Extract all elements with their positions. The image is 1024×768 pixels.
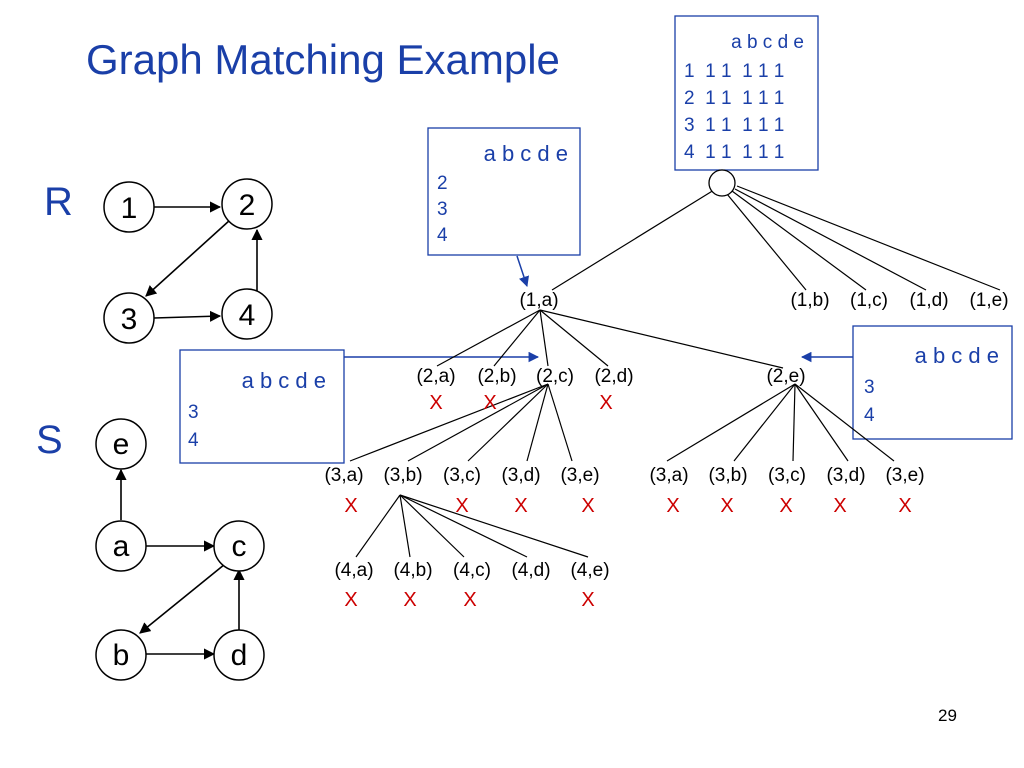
node-r-4	[221, 288, 273, 340]
reject-marks: X X X X X X X X X X X X X X X X	[344, 392, 911, 611]
reject-mark-4a: X	[344, 589, 357, 611]
tree-node-2e-3a: (3,a)	[649, 465, 688, 486]
table-top-row-2: 2 1 1 1 1 1	[684, 88, 784, 109]
node-s-e-label: e	[113, 428, 130, 461]
tree-node-2c-3a: (3,a)	[324, 465, 363, 486]
tree-node-2d: (2,d)	[594, 366, 633, 387]
table-left-row-2: 4	[188, 430, 199, 451]
table-right-row-1: 3	[864, 377, 875, 398]
slide-title: Graph Matching Example	[86, 36, 560, 83]
table-top-row-4: 4 1 1 1 1 1	[684, 142, 784, 163]
tree-node-2c: (2,c)	[536, 366, 574, 387]
table-left: a b c d e 3 4	[179, 349, 345, 464]
tree-edges	[349, 185, 1001, 558]
table-mid-row-2: 3	[437, 199, 448, 220]
reject-mark-2a: X	[429, 392, 442, 414]
edge-r-3-4	[153, 310, 222, 322]
node-r-3-label: 3	[121, 303, 138, 336]
node-s-b	[95, 629, 147, 681]
node-s-a	[95, 520, 147, 572]
graph-s: e a c b d	[95, 418, 265, 681]
edge-s-c-b	[139, 559, 231, 634]
tree-node-1a: (1,a)	[519, 290, 558, 311]
tree-node-4c: (4,c)	[453, 560, 491, 581]
tree-node-2b: (2,b)	[477, 366, 516, 387]
table-mid-box	[427, 127, 581, 256]
tree-node-2c-3d: (3,d)	[501, 465, 540, 486]
table-right-row-2: 4	[864, 405, 875, 426]
reject-mark-2e-3b: X	[720, 495, 733, 517]
reject-mark-2e-3e: X	[898, 495, 911, 517]
table-right-box	[852, 325, 1013, 440]
edge-r-2-3	[145, 219, 231, 297]
reject-mark-2b: X	[483, 392, 496, 414]
table-left-header: a b c d e	[242, 368, 326, 393]
tree-node-4e: (4,e)	[570, 560, 609, 581]
tree-labels: (1,a) (1,b) (1,c) (1,d) (1,e) (2,a) (2,b…	[324, 290, 1008, 581]
reject-mark-2c-3d: X	[514, 495, 527, 517]
reject-mark-4c: X	[463, 589, 476, 611]
tree-node-2e-3d: (3,d)	[826, 465, 865, 486]
slide-number: 29	[938, 706, 957, 725]
tree-node-2a: (2,a)	[416, 366, 455, 387]
table-top-header: a b c d e	[731, 32, 804, 53]
table-mid-row-3: 4	[437, 225, 448, 246]
tree-root	[708, 169, 736, 197]
node-r-2-label: 2	[239, 189, 256, 222]
node-s-d-label: d	[231, 639, 248, 672]
table-right: a b c d e 3 4	[852, 325, 1013, 440]
graph-r-label: R	[44, 180, 73, 224]
reject-mark-2c-3e: X	[581, 495, 594, 517]
tree-node-2e: (2,e)	[766, 366, 805, 387]
table-mid-header: a b c d e	[484, 141, 568, 166]
table-top: a b c d e 1 1 1 1 1 1 2 1 1 1 1 1 3 1 1 …	[674, 15, 819, 171]
tree-node-4d: (4,d)	[511, 560, 550, 581]
tree-node-2e-3c: (3,c)	[768, 465, 806, 486]
table-mid-row-1: 2	[437, 173, 448, 194]
reject-mark-2e-3a: X	[666, 495, 679, 517]
reject-mark-2d: X	[599, 392, 612, 414]
tree-node-2e-3e: (3,e)	[885, 465, 924, 486]
node-r-4-label: 4	[239, 299, 256, 332]
tree-node-2c-3b: (3,b)	[383, 465, 422, 486]
tree-node-2c-3e: (3,e)	[560, 465, 599, 486]
node-s-c	[213, 520, 265, 572]
reject-mark-2e-3d: X	[833, 495, 846, 517]
pointer-mid-to-1a	[516, 255, 529, 287]
node-s-d	[213, 629, 265, 681]
node-s-c-label: c	[232, 530, 247, 563]
graph-r: 1 2 3 4	[103, 178, 273, 344]
node-r-2	[221, 178, 273, 230]
tree-node-1e: (1,e)	[969, 290, 1008, 311]
tree-node-4b: (4,b)	[393, 560, 432, 581]
reject-mark-4e: X	[581, 589, 594, 611]
graph-s-label: S	[36, 418, 63, 462]
table-left-row-1: 3	[188, 402, 199, 423]
tree-node-1c: (1,c)	[850, 290, 888, 311]
reject-mark-2c-3a: X	[344, 495, 357, 517]
reject-mark-4b: X	[403, 589, 416, 611]
reject-mark-2c-3c: X	[455, 495, 468, 517]
table-top-row-1: 1 1 1 1 1 1	[684, 61, 784, 82]
table-right-header: a b c d e	[915, 343, 999, 368]
table-top-box	[674, 15, 819, 171]
node-s-e	[95, 418, 147, 470]
node-r-1	[103, 181, 155, 233]
tree-node-2c-3c: (3,c)	[443, 465, 481, 486]
table-top-row-3: 3 1 1 1 1 1	[684, 115, 784, 136]
node-s-b-label: b	[113, 639, 130, 672]
tree-node-4a: (4,a)	[334, 560, 373, 581]
tree-node-1b: (1,b)	[790, 290, 829, 311]
table-left-box	[179, 349, 345, 464]
node-r-1-label: 1	[121, 192, 138, 225]
table-mid: a b c d e 2 3 4	[427, 127, 581, 256]
tree-node-1d: (1,d)	[909, 290, 948, 311]
node-s-a-label: a	[113, 530, 130, 563]
node-r-3	[103, 292, 155, 344]
reject-mark-2e-3c: X	[779, 495, 792, 517]
tree-node-2e-3b: (3,b)	[708, 465, 747, 486]
